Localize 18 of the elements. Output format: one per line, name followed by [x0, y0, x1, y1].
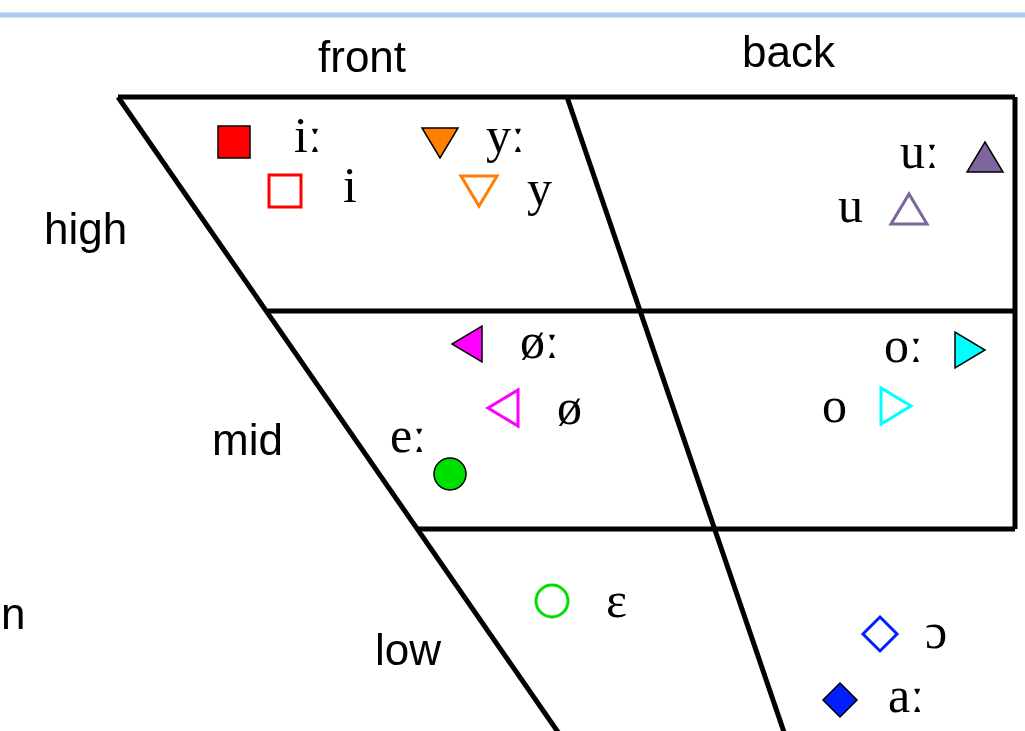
- axis-label: back: [742, 30, 835, 74]
- vowel-symbol: ø: [557, 382, 582, 432]
- vowel-symbol: ɔ: [925, 606, 948, 656]
- axis-label: low: [375, 628, 442, 672]
- axis-label: mid: [212, 418, 283, 462]
- vowel-symbol: o: [822, 380, 847, 430]
- axis-label: high: [44, 207, 128, 251]
- axis-label: front: [318, 35, 407, 79]
- vowel-symbol: eː: [390, 410, 427, 460]
- vowel-symbol: uː: [900, 126, 939, 176]
- vowel-symbol: i: [343, 160, 357, 210]
- vowel-symbol: oː: [884, 320, 923, 370]
- vowel-symbol: iː: [294, 110, 322, 160]
- vowel-symbol: aː: [888, 670, 925, 720]
- vowel-symbol: ɛ: [606, 575, 627, 625]
- vowel-symbol: u: [838, 180, 863, 230]
- vowel-symbol: øː: [520, 316, 559, 366]
- axis-label: n: [1, 592, 26, 636]
